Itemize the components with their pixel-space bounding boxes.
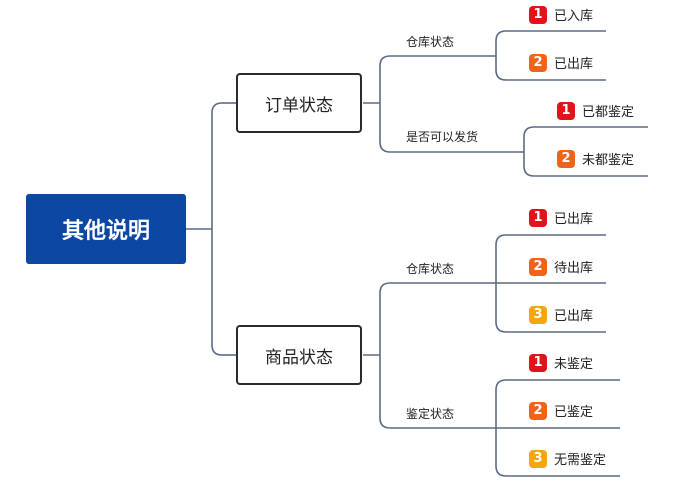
- number-badge: 3: [529, 305, 547, 324]
- number-badge: 1: [529, 353, 547, 372]
- leaf-label: 未都鉴定: [582, 153, 635, 168]
- number-badge: 2: [529, 53, 547, 72]
- root-node[interactable]: 其他说明: [26, 194, 186, 264]
- leaf-item[interactable]: 2 已出库: [529, 53, 593, 72]
- leaf-label: 已入库: [554, 9, 594, 24]
- branch-node-order-status[interactable]: 订单状态: [236, 73, 362, 133]
- leaf-label: 已鉴定: [554, 405, 594, 420]
- connector-root-bracket: [211, 102, 223, 356]
- leaf-label: 已都鉴定: [582, 105, 635, 120]
- leaf-label: 未鉴定: [554, 357, 594, 372]
- leaf-label: 待出库: [554, 261, 594, 276]
- leaf-item[interactable]: 1 已入库: [529, 5, 593, 24]
- group-label-order-shippable[interactable]: 是否可以发货: [406, 130, 479, 144]
- group-label-product-appraisal[interactable]: 鉴定状态: [406, 407, 455, 421]
- branch-label: 订单状态: [265, 95, 333, 116]
- connector-branch-1-bracket: [379, 55, 391, 153]
- number-badge: 2: [529, 257, 547, 276]
- root-label: 其他说明: [61, 219, 150, 244]
- group-label-order-warehouse[interactable]: 仓库状态: [406, 35, 455, 49]
- leaf-item[interactable]: 3 无需鉴定: [529, 449, 606, 468]
- number-badge: 2: [557, 149, 575, 168]
- leaf-label: 已出库: [554, 57, 594, 72]
- leaf-label: 已出库: [554, 212, 594, 227]
- leaf-item[interactable]: 1 已都鉴定: [557, 101, 634, 120]
- branch-node-product-status[interactable]: 商品状态: [236, 325, 362, 385]
- leaf-item[interactable]: 3 已出库: [529, 305, 593, 324]
- leaf-item[interactable]: 1 未鉴定: [529, 353, 593, 372]
- number-badge: 1: [557, 101, 575, 120]
- group-label-product-warehouse[interactable]: 仓库状态: [406, 262, 455, 276]
- connector-branch-2-bracket: [379, 282, 391, 429]
- branch-label: 商品状态: [265, 347, 333, 368]
- number-badge: 1: [529, 5, 547, 24]
- leaf-item[interactable]: 2 未都鉴定: [557, 149, 634, 168]
- leaf-label: 已出库: [554, 309, 594, 324]
- number-badge: 1: [529, 208, 547, 227]
- leaf-label: 无需鉴定: [554, 453, 607, 468]
- connector-group-1-2-bracket: [523, 126, 535, 177]
- leaf-item[interactable]: 1 已出库: [529, 208, 593, 227]
- connector-group-1-1-bracket: [495, 30, 507, 81]
- leaf-item[interactable]: 2 待出库: [529, 257, 593, 276]
- leaf-item[interactable]: 2 已鉴定: [529, 401, 593, 420]
- number-badge: 2: [529, 401, 547, 420]
- number-badge: 3: [529, 449, 547, 468]
